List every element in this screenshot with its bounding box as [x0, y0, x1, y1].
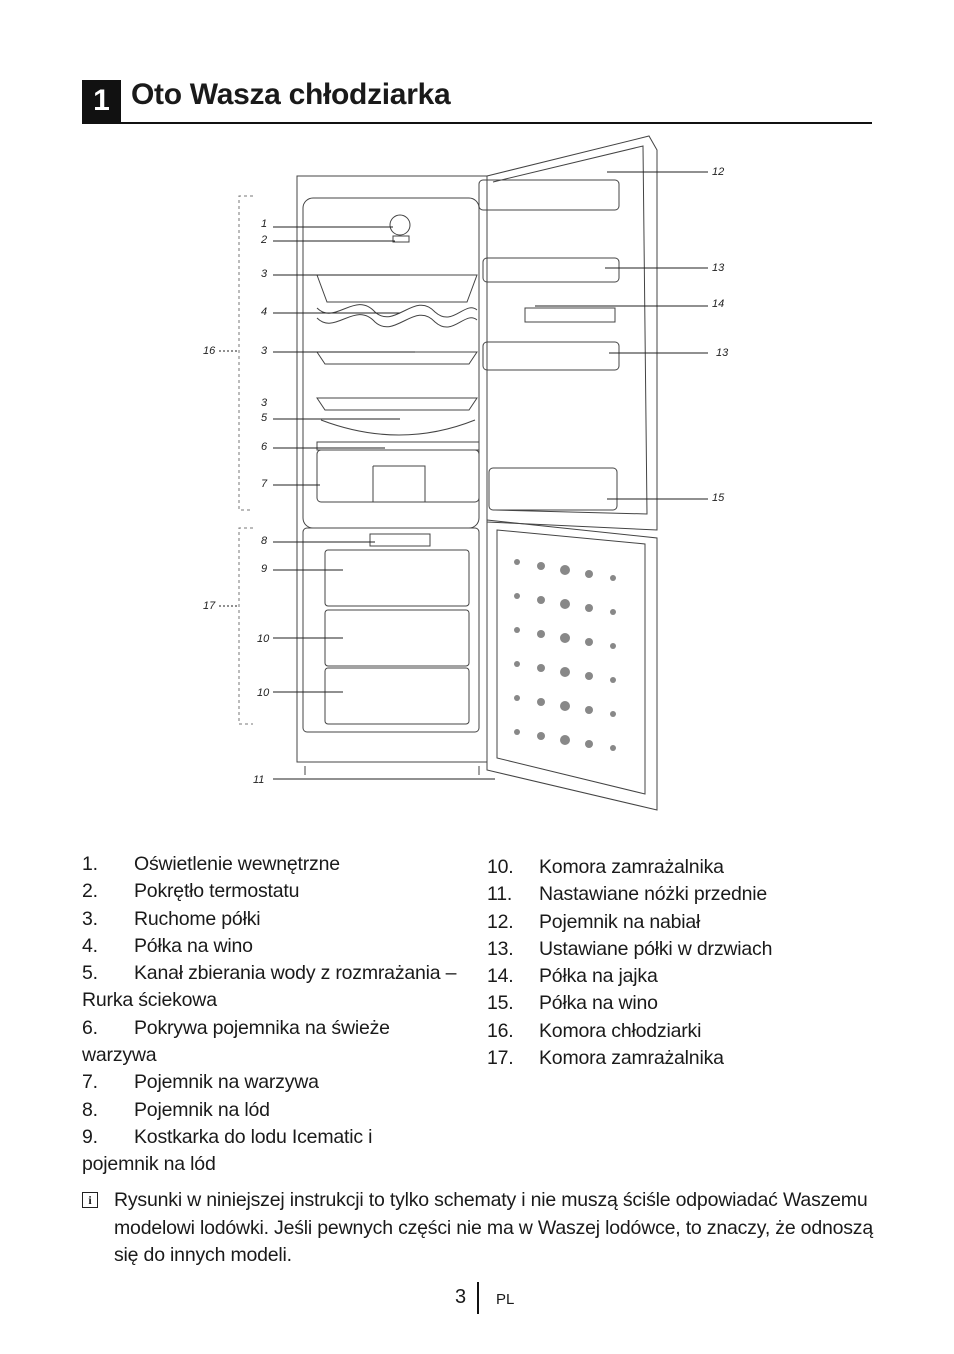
wine-rack	[316, 314, 478, 328]
callout-label: 10	[257, 633, 270, 645]
list-item: 4.Półka na wino	[82, 934, 253, 957]
page-separator	[477, 1282, 479, 1314]
callout-label: 10	[257, 687, 270, 699]
wine-rack	[316, 304, 478, 318]
callout-label: 3	[261, 268, 268, 280]
drain-channel	[320, 419, 476, 436]
freezer-drawer	[324, 549, 470, 607]
callout-label: 11	[253, 774, 264, 786]
language-code: PL	[496, 1291, 515, 1308]
fridge-door	[486, 135, 658, 531]
callout-label: 3	[261, 345, 268, 357]
list-item: 3.Ruchome półki	[82, 907, 261, 930]
list-item: 12.Pojemnik na nabiał	[487, 910, 701, 933]
list-item: 13.Ustawiane półki w drzwiach	[487, 937, 773, 960]
page-title: Oto Wasza chłodziarka	[131, 78, 451, 111]
list-item: 16.Komora chłodziarki	[487, 1019, 702, 1042]
crisper-cover	[316, 441, 480, 451]
door-shelf	[482, 341, 620, 371]
callout-label: 17	[203, 600, 216, 612]
freezer-drawer	[324, 667, 470, 725]
list-item: 8.Pojemnik na lód	[82, 1098, 270, 1121]
callout-label: 7	[261, 478, 268, 490]
callout-label: 4	[261, 306, 267, 318]
title-rule	[82, 122, 872, 124]
callout-label: 3	[261, 397, 268, 409]
interior-light	[389, 214, 411, 236]
callout-label: 16	[203, 345, 216, 357]
list-item: 11.Nastawiane nóżki przednie	[487, 883, 768, 906]
list-item: 2.Pokrętło termostatu	[82, 880, 300, 903]
fridge-diagram: 1 2 3 4 3 3 5 6 7 8 9 10 10 11 12 13 14 …	[203, 135, 729, 811]
note-text: Rysunki w niniejszej instrukcji to tylko…	[114, 1189, 874, 1266]
parts-list-right: 10.Komora zamrażalnika 11.Nastawiane nóż…	[487, 854, 887, 1072]
crisper-drawer	[316, 449, 480, 503]
callout-label: 8	[261, 535, 268, 547]
ice-tray	[369, 533, 431, 547]
list-item: 5.Kanał zbierania wody z rozmrażania –Ru…	[82, 962, 457, 1012]
list-item: 7.Pojemnik na warzywa	[82, 1071, 319, 1094]
list-item: 17.Komora zamrażalnika	[487, 1047, 724, 1070]
list-item: 10.Komora zamrażalnika	[487, 856, 724, 878]
shelf	[316, 274, 478, 303]
shelf	[316, 397, 478, 411]
door-shelf	[482, 257, 620, 283]
freezer-door	[486, 519, 658, 811]
shelf	[316, 351, 478, 365]
callout-label: 14	[712, 298, 724, 310]
callout-label: 1	[261, 218, 267, 230]
section-number: 1	[82, 80, 121, 122]
callout-label: 9	[261, 563, 267, 575]
list-item: 1.Oświetlenie wewnętrzne	[82, 853, 340, 875]
callout-label: 13	[716, 347, 729, 359]
freezer-drawer	[324, 609, 470, 667]
parts-list-left: 1.Oświetlenie wewnętrzne 2.Pokrętło term…	[82, 851, 472, 1179]
callout-label: 2	[260, 234, 267, 246]
callout-label: 12	[712, 166, 724, 178]
page-number: 3	[455, 1286, 467, 1308]
callout-label: 6	[261, 441, 268, 453]
callout-label: 5	[261, 412, 268, 424]
dairy-compartment	[478, 179, 620, 211]
egg-tray	[524, 307, 616, 323]
list-item: 15.Półka na wino	[487, 992, 658, 1015]
info-icon: i	[82, 1192, 98, 1208]
callout-label: 13	[712, 262, 725, 274]
bottle-shelf	[488, 467, 618, 511]
callout-label: 15	[712, 492, 725, 504]
list-item: 14.Półka na jajka	[487, 965, 658, 988]
